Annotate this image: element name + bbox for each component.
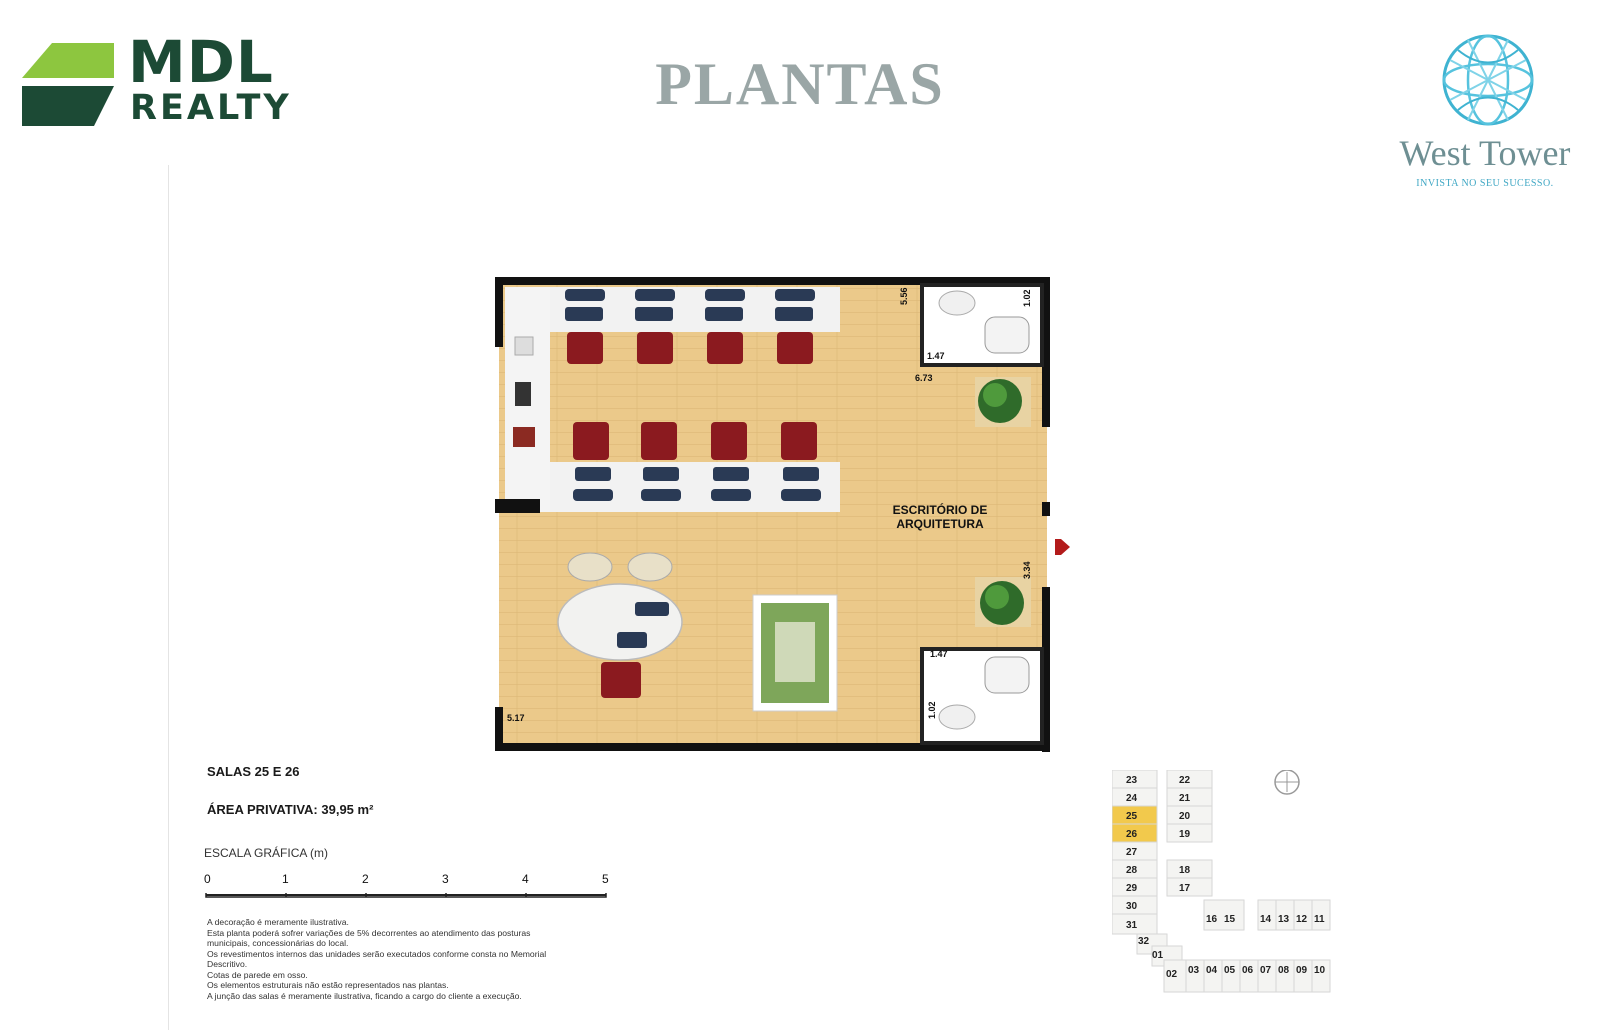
scale-tick: 4 <box>522 873 529 886</box>
note-line: Os elementos estruturais não estão repre… <box>207 980 449 990</box>
note-line: Descritivo. <box>207 959 248 969</box>
unit-number: 17 <box>1179 883 1191 894</box>
vertical-divider <box>168 165 169 1030</box>
project-name: West Tower <box>1399 133 1571 173</box>
dimension-label: 5.56 <box>899 287 909 305</box>
area-label: ÁREA PRIVATIVA: <box>207 802 318 817</box>
dimension-label: 6.73 <box>915 373 933 383</box>
unit-number: 28 <box>1126 865 1138 876</box>
room-label-line1: ESCRITÓRIO DE <box>892 503 988 517</box>
unit-number: 14 <box>1260 914 1272 925</box>
unit-number: 04 <box>1206 965 1218 976</box>
unit-number: 20 <box>1179 811 1191 822</box>
unit-number: 22 <box>1179 775 1191 786</box>
unit-title: SALAS 25 E 26 <box>207 764 300 779</box>
unit-number: 07 <box>1260 965 1272 976</box>
unit-number: 26 <box>1126 829 1138 840</box>
unit-number: 01 <box>1152 950 1164 961</box>
dimension-label: 1.47 <box>930 649 948 659</box>
scale-tick: 3 <box>442 873 449 886</box>
unit-number: 21 <box>1179 793 1191 804</box>
mdl-logo-mark <box>22 43 114 126</box>
key-plan: 23 22 24 21 25 20 26 19 27 28 18 29 17 3… <box>1112 770 1331 993</box>
unit-number: 13 <box>1278 914 1290 925</box>
unit-number: 16 <box>1206 914 1218 925</box>
room-label-line2: ARQUITETURA <box>896 517 984 531</box>
note-line: A junção das salas é meramente ilustrati… <box>207 990 522 1001</box>
scale-tick: 0 <box>204 873 211 886</box>
unit-number: 27 <box>1126 847 1138 858</box>
note-line: Esta planta poderá sofrer variações de 5… <box>207 927 531 938</box>
unit-number: 23 <box>1126 775 1138 786</box>
dimension-label: 1.02 <box>1022 289 1032 307</box>
unit-number: 08 <box>1278 965 1290 976</box>
unit-number: 09 <box>1296 965 1308 976</box>
scale-title: ESCALA GRÁFICA (m) <box>204 846 329 860</box>
note-line: Os revestimentos internos das unidades s… <box>207 948 547 959</box>
room-label: ESCRITÓRIO DE ARQUITETURA <box>880 503 1000 531</box>
brand-name-line1: MDL <box>128 28 274 96</box>
area-value: 39,95 m² <box>321 802 374 817</box>
dimension-label: 5.17 <box>507 713 525 723</box>
brand-name-line2: REALTY <box>130 88 292 128</box>
dimension-label: 1.02 <box>927 701 937 719</box>
scale-tick: 1 <box>282 873 289 886</box>
page-title: PLANTAS <box>655 51 945 117</box>
unit-number: 29 <box>1126 883 1138 894</box>
scale-tick: 2 <box>362 873 369 886</box>
unit-number: 06 <box>1242 965 1254 976</box>
globe-icon <box>1442 34 1534 126</box>
scale-bar: 0 1 2 3 4 5 <box>204 873 609 898</box>
dimension-label: 1.47 <box>927 351 945 361</box>
disclaimer-notes: A decoração é meramente ilustrativa. Est… <box>207 917 647 1001</box>
unit-number: 30 <box>1126 901 1138 912</box>
private-area: ÁREA PRIVATIVA: 39,95 m² <box>207 802 373 817</box>
unit-number: 24 <box>1126 793 1138 804</box>
unit-number: 03 <box>1188 965 1200 976</box>
scale-tick: 5 <box>602 873 609 886</box>
unit-number: 31 <box>1126 920 1138 931</box>
unit-number: 12 <box>1296 914 1308 925</box>
note-line: Cotas de parede em osso. <box>207 969 308 980</box>
unit-number: 19 <box>1179 829 1191 840</box>
project-tagline: INVISTA NO SEU SUCESSO. <box>1416 178 1554 189</box>
unit-number: 02 <box>1166 969 1178 980</box>
unit-number: 32 <box>1138 936 1150 947</box>
unit-number: 11 <box>1314 914 1325 925</box>
note-line: A decoração é meramente ilustrativa. <box>207 917 349 927</box>
floor-plan: 5.56 1.02 1.47 6.73 3.34 1.47 1.02 5.17 <box>495 277 1070 752</box>
unit-number: 18 <box>1179 865 1191 876</box>
unit-number: 15 <box>1224 914 1236 925</box>
unit-number: 10 <box>1314 965 1326 976</box>
unit-number: 05 <box>1224 965 1236 976</box>
dimension-label: 3.34 <box>1022 561 1032 579</box>
note-line: municipais, concessionárias do local. <box>207 938 349 948</box>
unit-number: 25 <box>1126 811 1138 822</box>
